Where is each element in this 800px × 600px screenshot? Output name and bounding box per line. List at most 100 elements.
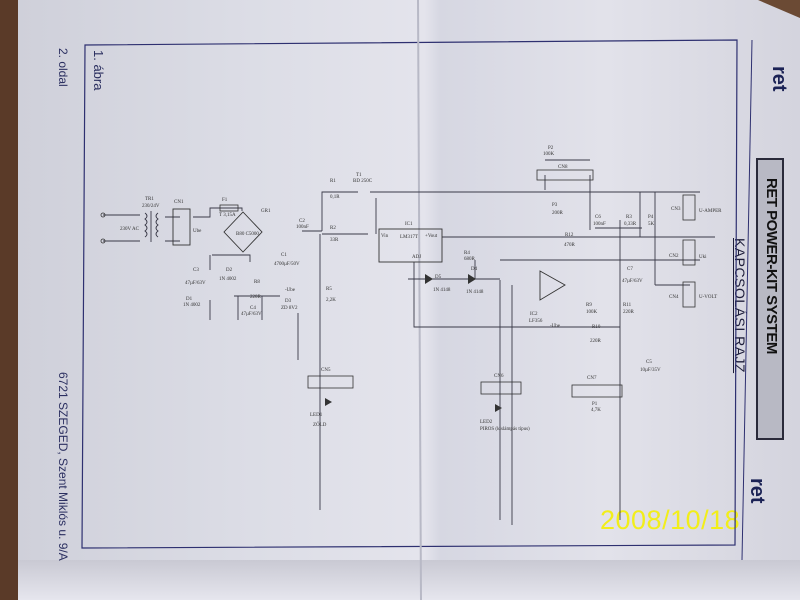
- value-c1: 4700µF/50V: [274, 262, 300, 267]
- label-r10: R10: [592, 325, 601, 330]
- value-t1: BD 250C: [353, 179, 373, 184]
- component-labels: TR1 230/24V 230V AC CN1 Ube F1 T 3,15A G…: [120, 146, 722, 432]
- label-cn8: CN8: [558, 165, 568, 170]
- label-d5: D5: [435, 275, 442, 280]
- label-f1: F1: [222, 198, 228, 203]
- label-ic2: IC2: [530, 312, 538, 317]
- label-c5: C5: [646, 360, 652, 365]
- value-c3: 47µF/63V: [185, 281, 206, 286]
- value-d1: 1N 4002: [183, 303, 201, 308]
- value-cn4: U-VOLT: [699, 295, 717, 300]
- label-t1: T1: [356, 173, 362, 178]
- label-d4: D4: [471, 267, 478, 272]
- value-p1: 4,7K: [591, 408, 601, 413]
- title-divider: [741, 39, 753, 561]
- label-p2: P2: [548, 146, 554, 151]
- regulator-ic1: [378, 228, 443, 263]
- value-ic1: LM317T: [400, 235, 418, 240]
- connector-cn2: [682, 239, 696, 266]
- opamp-ic2: [539, 270, 566, 301]
- value-c4: 47µF/63V: [241, 312, 262, 317]
- label-r2: R2: [330, 226, 336, 231]
- label-cn1: CN1: [174, 200, 184, 205]
- value-cn3: U-AMPER: [699, 209, 722, 214]
- label-r5: R5: [326, 287, 332, 292]
- value-d3: ZD 8V2: [281, 306, 298, 311]
- connector-cn3: [682, 194, 696, 221]
- drawing-border: [81, 39, 738, 549]
- pin-adj: ADJ: [412, 255, 421, 260]
- label-r4: R4: [464, 251, 470, 256]
- value-r5: 2,2K: [326, 298, 336, 303]
- label-d2: D2: [226, 268, 233, 273]
- label-c7: C7: [627, 267, 633, 272]
- label-r12: R12: [565, 233, 574, 238]
- label-led1: LED1: [310, 413, 323, 418]
- value-r9: 100K: [586, 310, 598, 315]
- label-p3: P3: [552, 203, 558, 208]
- value-led1: ZÖLD: [313, 422, 327, 428]
- value-c6: 100nF: [593, 222, 606, 227]
- bridge-rectifier-gr1: [223, 211, 263, 253]
- note-tr1: 230V AC: [120, 227, 140, 232]
- note-ic2: -Ube: [550, 324, 561, 329]
- connector-cn8: [536, 169, 594, 181]
- label-cn5: CN5: [321, 368, 331, 373]
- label-c1: C1: [281, 253, 287, 258]
- value-r8: 220R: [250, 295, 262, 300]
- fuse-f1: [219, 204, 239, 212]
- label-c3: C3: [193, 268, 199, 273]
- connector-cn4: [682, 281, 696, 308]
- pin-vout: +Vout: [425, 234, 438, 239]
- label-c4: C4: [250, 306, 256, 311]
- value-c5: 10µF/35V: [640, 368, 661, 373]
- label-ic1: IC1: [405, 222, 413, 227]
- value-r12: 470R: [564, 243, 576, 248]
- paper-sheet: [18, 0, 800, 600]
- value-r4: 680R: [464, 257, 476, 262]
- label-gr1: GR1: [261, 209, 271, 214]
- transformer-tr1: [100, 211, 159, 244]
- label-d3: D3: [285, 299, 292, 304]
- label-r11: R11: [623, 303, 632, 308]
- value-c7: 47µF/63V: [622, 279, 643, 284]
- label-led2: LED2: [480, 420, 493, 425]
- value-p4: 5K: [648, 222, 655, 227]
- paper-fold: [417, 0, 422, 600]
- label-cn3: CN3: [671, 207, 681, 212]
- led2: [495, 404, 502, 412]
- value-r3: 0,33R: [624, 222, 637, 227]
- diode-d5: [425, 274, 433, 284]
- label-r9: R9: [586, 303, 592, 308]
- pin-vin: Vin: [381, 234, 389, 239]
- label-r8: R8: [254, 280, 260, 285]
- value-led2: PIROS (kislámpás típus): [480, 427, 530, 432]
- led1: [325, 398, 332, 406]
- note-r8: -Ube: [285, 288, 296, 293]
- value-r11: 220R: [623, 310, 635, 315]
- value-d5: 1N 4148: [433, 288, 451, 293]
- label-cn7: CN7: [587, 376, 597, 381]
- value-cn1: Ube: [193, 229, 202, 234]
- value-tr1: 230/24V: [142, 204, 160, 209]
- value-ic2: LF356: [529, 319, 543, 324]
- label-cn6: CN6: [494, 374, 504, 379]
- diode-d4: [468, 274, 476, 284]
- label-p1: P1: [592, 402, 598, 407]
- label-cn4: CN4: [669, 295, 679, 300]
- label-tr1: TR1: [145, 197, 154, 202]
- connector-cn5: [307, 375, 354, 389]
- paper-bottom-shadow: [18, 560, 800, 600]
- value-r2: 33R: [330, 238, 339, 243]
- value-p2: 100K: [543, 152, 555, 157]
- value-p3: 200R: [552, 211, 564, 216]
- label-c2: C2: [299, 219, 305, 224]
- label-r1: R1: [330, 179, 336, 184]
- value-gr1: B80 C5000: [236, 232, 259, 237]
- value-d2: 1N 4002: [219, 277, 237, 282]
- connector-cn7: [571, 384, 623, 398]
- label-cn2: CN2: [669, 254, 679, 259]
- value-c2: 100nF: [296, 225, 309, 230]
- value-d4: 1N 4148: [466, 290, 484, 295]
